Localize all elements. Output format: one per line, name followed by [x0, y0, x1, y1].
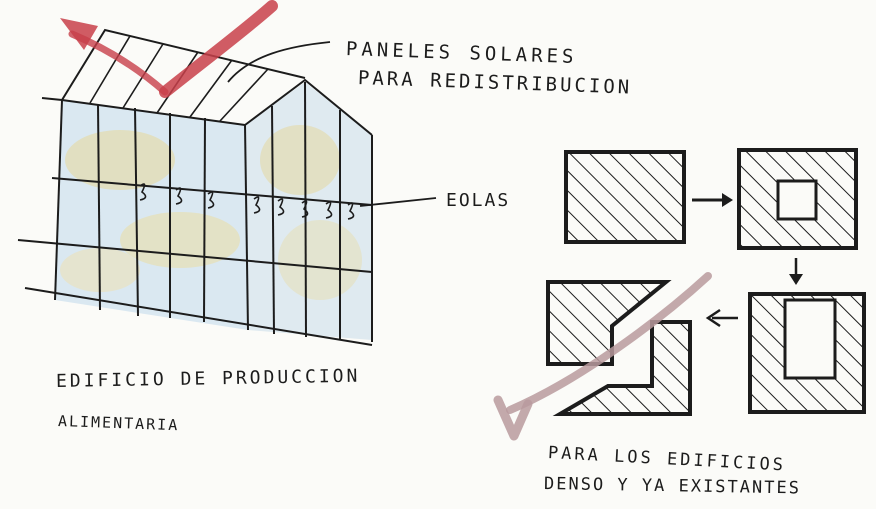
greenhouse-building [17, 28, 373, 346]
arrow-icon [692, 193, 733, 207]
roof-eave [61, 99, 246, 126]
step4-l-block-lower [552, 320, 692, 416]
step4-l-block-upper [546, 280, 672, 366]
glass-wash-front [55, 100, 248, 330]
floor-line [41, 97, 63, 101]
step1-solid-block [564, 150, 686, 244]
foliage-blob [65, 130, 175, 190]
foliage-blob [278, 220, 362, 300]
arrow-icon [705, 308, 738, 328]
arrow-icon [493, 272, 712, 441]
red-arrow-shaft [159, 0, 278, 98]
mauve-arrow-head [493, 395, 533, 441]
roof-ridge [61, 28, 306, 101]
step3-courtyard [783, 298, 837, 380]
glass-wash-side [245, 82, 372, 340]
foliage-blob [260, 125, 340, 195]
foliage-blob [120, 212, 240, 268]
densification-diagram [493, 148, 866, 441]
gable-edge [244, 78, 373, 136]
leader-eolas [359, 197, 437, 207]
red-arrow-head [60, 18, 98, 50]
step2-courtyard [776, 179, 818, 221]
wind-turbine-icon [139, 183, 355, 220]
wind-turbines-label: EOLAS [446, 190, 511, 211]
mauve-arrow-shaft [506, 272, 712, 414]
ground-line [24, 287, 373, 346]
arrow-icon [789, 258, 803, 285]
floor-line [17, 239, 373, 273]
arrow-icon [60, 0, 278, 98]
leader-paneles [227, 41, 331, 83]
mullions [54, 81, 373, 342]
